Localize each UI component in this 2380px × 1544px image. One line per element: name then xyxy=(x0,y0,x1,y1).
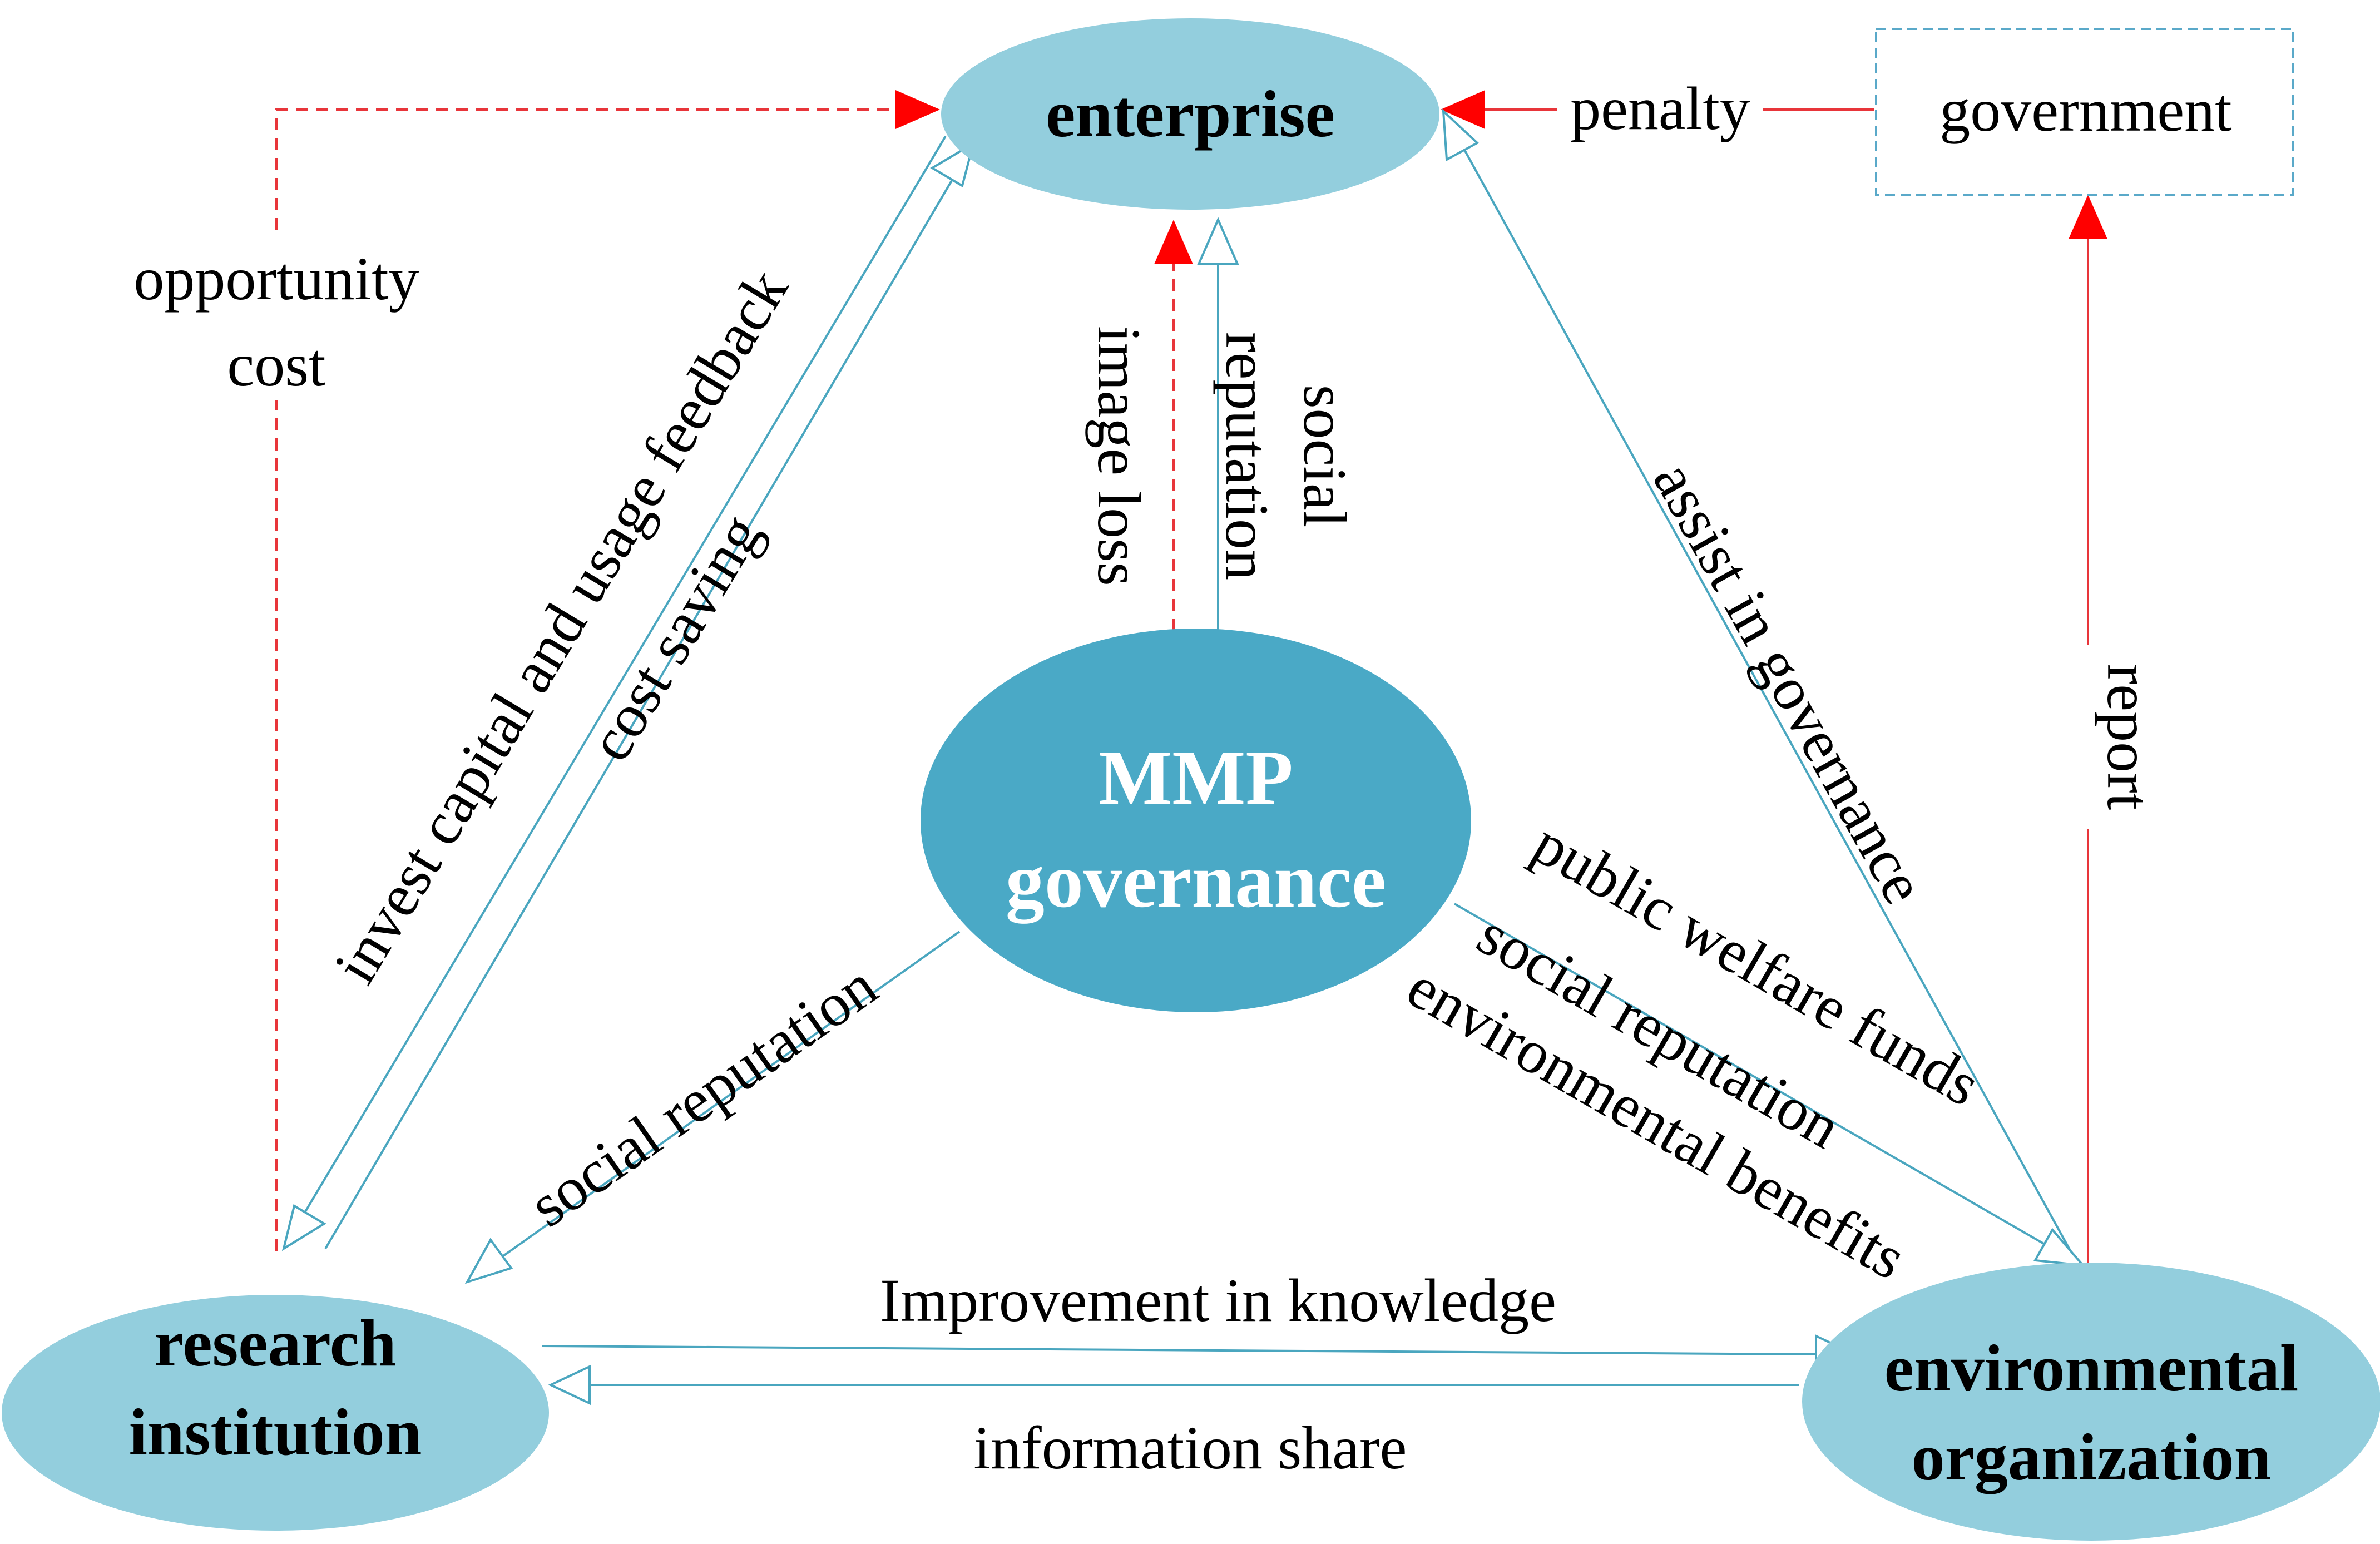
arrow-mmp-to-research xyxy=(464,1238,513,1284)
arrow-opportunity-cost xyxy=(895,90,940,129)
social-reputation-enterprise-label-line2: reputation xyxy=(1213,332,1281,580)
arrow-invest-capital xyxy=(281,1204,326,1251)
arrow-information-share xyxy=(548,1364,591,1406)
edge-opportunity-cost xyxy=(275,108,895,1251)
edge-improvement-knowledge xyxy=(542,1345,1817,1355)
social-reputation-research-label: social reputation xyxy=(517,951,889,1240)
image-loss-label: image loss xyxy=(1085,326,1153,586)
arrow-cost-saving xyxy=(930,141,976,188)
report-label: report xyxy=(2095,664,2163,810)
arrow-report xyxy=(2069,195,2107,239)
opportunity-cost-label-line2: cost xyxy=(227,331,325,399)
social-reputation-enterprise-label-line1: social xyxy=(1291,385,1359,528)
arrow-social-reputation-enterprise xyxy=(1196,217,1240,265)
report-label-bg xyxy=(2058,645,2119,829)
opportunity-cost-label-bg xyxy=(117,234,437,400)
arrow-penalty xyxy=(1441,90,1485,129)
environmental-organization-label-line2: organization xyxy=(1912,1420,2272,1494)
arrow-assist-governance xyxy=(1442,108,1480,162)
environmental-organization-node xyxy=(1802,1263,2380,1541)
edge-mmp-to-research xyxy=(497,931,961,1261)
mmp-governance-label-line1: MMP xyxy=(1099,735,1293,821)
arrow-image-loss xyxy=(1154,220,1193,264)
environmental-organization-label-line1: environmental xyxy=(1884,1331,2298,1405)
government-label: government xyxy=(1939,76,2231,144)
edge-mmp-to-environmental xyxy=(1454,903,2053,1250)
research-institution-label-line2: institution xyxy=(129,1395,422,1469)
improvement-knowledge-label: Improvement in knowledge xyxy=(880,1266,1556,1334)
information-share-label: information share xyxy=(974,1414,1407,1482)
penalty-label-bg xyxy=(1557,72,1763,145)
penalty-label: penalty xyxy=(1570,75,1750,142)
edge-invest-capital xyxy=(302,135,947,1216)
edge-cost-saving xyxy=(324,176,955,1250)
enterprise-label: enterprise xyxy=(1046,77,1335,151)
research-institution-node xyxy=(2,1295,549,1531)
arrow-mmp-to-environmental xyxy=(2033,1228,2086,1267)
mmp-governance-label-line2: governance xyxy=(1006,838,1386,924)
government-node xyxy=(1875,28,2294,196)
mmp-governance-node xyxy=(921,629,1471,1012)
edge-assist-governance xyxy=(1459,141,2084,1274)
enterprise-node xyxy=(941,18,1439,210)
research-institution-label-line1: research xyxy=(154,1306,396,1380)
opportunity-cost-label-line1: opportunity xyxy=(133,245,419,313)
